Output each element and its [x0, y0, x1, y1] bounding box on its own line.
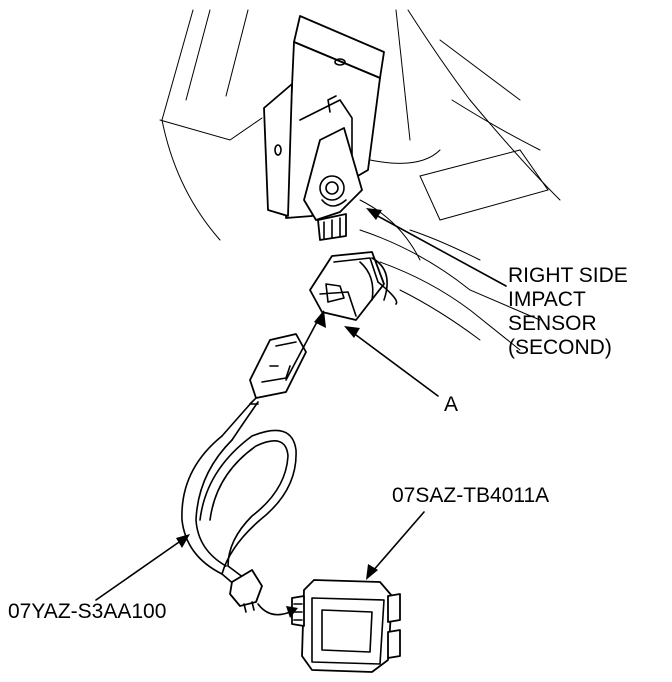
sensor-label-line-2: IMPACT: [508, 288, 586, 311]
adapter-box: [291, 579, 401, 673]
harness-plug: [229, 569, 263, 613]
leader-lines: [95, 208, 507, 618]
sensor-label-line-4: (SECOND): [508, 336, 612, 359]
sensor-label-line-3: SENSOR: [508, 312, 597, 335]
connector-a: [309, 251, 398, 321]
harness-part-number: 07YAZ-S3AA100: [8, 600, 167, 623]
connector-a-label: A: [444, 393, 459, 416]
harness-cable: [181, 401, 297, 587]
sensor-label: RIGHT SIDE IMPACT SENSOR (SECOND): [508, 264, 628, 360]
sensor-label-line-1: RIGHT SIDE: [508, 264, 628, 287]
adapter-part-number: 07SAZ-TB4011A: [392, 484, 550, 507]
impact-sensor: [303, 95, 363, 241]
harness-connector: [249, 333, 307, 405]
